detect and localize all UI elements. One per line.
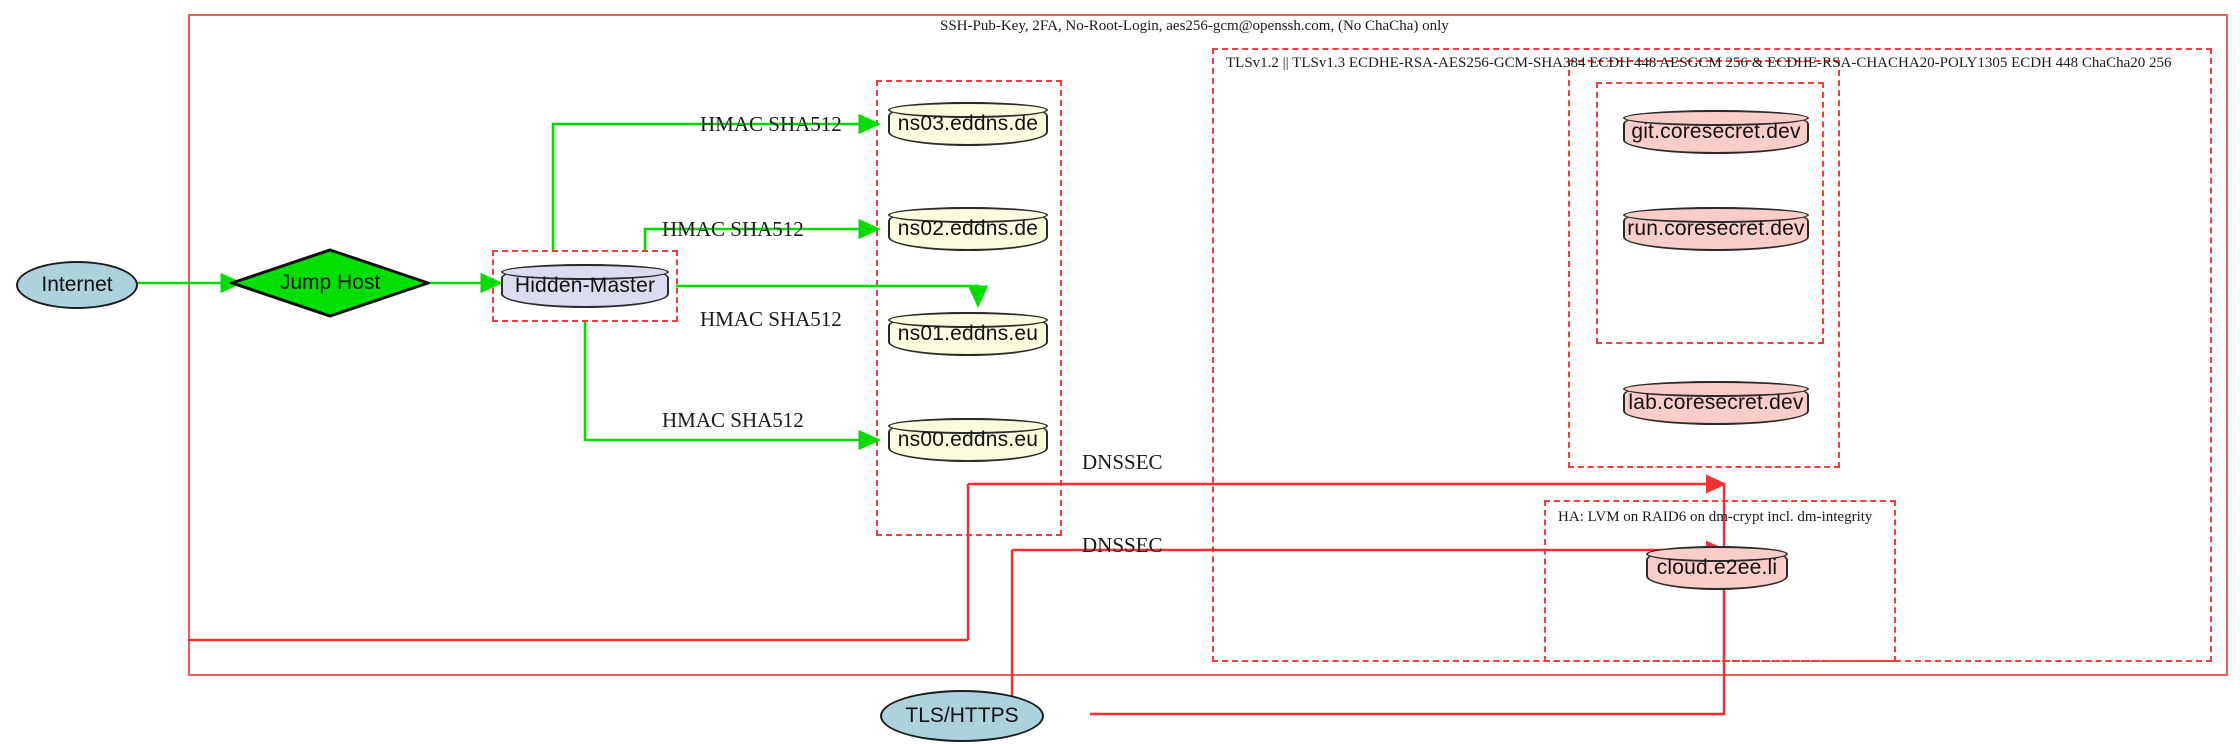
edge-label-hmac-ns02: HMAC SHA512 <box>662 217 804 241</box>
node-cloud-e2ee-label: cloud.e2ee.li <box>1656 556 1778 579</box>
diamond-shape <box>227 248 433 318</box>
coresecret-outer-cluster-box <box>1568 60 1840 468</box>
node-git-coresecret-label: git.coresecret.dev <box>1631 120 1801 143</box>
node-internet[interactable]: Internet <box>16 261 138 309</box>
edge-label-hmac-ns03: HMAC SHA512 <box>700 112 842 136</box>
node-ns01-label: ns01.eddns.eu <box>897 322 1039 345</box>
cylinder-cap <box>1646 546 1788 562</box>
node-run-coresecret[interactable]: run.coresecret.dev <box>1623 207 1809 251</box>
node-jump-host[interactable]: Jump Host <box>227 248 433 318</box>
node-tls-https-label: TLS/HTTPS <box>905 704 1019 727</box>
ha-cluster-box <box>1544 500 1896 662</box>
node-lab-coresecret[interactable]: lab.coresecret.dev <box>1623 381 1809 425</box>
node-git-coresecret[interactable]: git.coresecret.dev <box>1623 110 1809 154</box>
ssh-policy-cluster-box <box>188 14 2228 676</box>
node-hidden-master-label: Hidden-Master <box>514 274 656 297</box>
edge-label-hmac-ns00: HMAC SHA512 <box>662 408 804 432</box>
node-cloud-e2ee[interactable]: cloud.e2ee.li <box>1646 546 1788 590</box>
cylinder-cap <box>888 207 1048 223</box>
node-ns03-label: ns03.eddns.de <box>897 112 1039 135</box>
node-jump-host-label: Jump Host <box>279 271 381 294</box>
node-hidden-master[interactable]: Hidden-Master <box>501 264 669 308</box>
cylinder-cap <box>501 264 669 280</box>
cylinder-cap <box>888 312 1048 328</box>
cylinder-cap <box>1623 207 1809 223</box>
cylinder-cap <box>888 418 1048 434</box>
node-run-coresecret-label: run.coresecret.dev <box>1627 217 1805 240</box>
node-lab-coresecret-label: lab.coresecret.dev <box>1628 391 1804 414</box>
ha-policy-label: HA: LVM on RAID6 on dm-crypt incl. dm-in… <box>1558 509 1873 525</box>
node-tls-https[interactable]: TLS/HTTPS <box>880 690 1044 742</box>
node-ns01[interactable]: ns01.eddns.eu <box>888 312 1048 356</box>
edge-label-dnssec-lower: DNSSEC <box>1082 533 1163 557</box>
edge-label-hmac-ns01: HMAC SHA512 <box>700 307 842 331</box>
edge-label-dnssec-upper: DNSSEC <box>1082 450 1163 474</box>
cylinder-cap <box>888 102 1048 118</box>
cylinder-cap <box>1623 381 1809 397</box>
node-ns00-label: ns00.eddns.eu <box>897 428 1039 451</box>
node-ns02-label: ns02.eddns.de <box>897 217 1039 240</box>
node-ns02[interactable]: ns02.eddns.de <box>888 207 1048 251</box>
cylinder-cap <box>1623 110 1809 126</box>
ssh-policy-label: SSH-Pub-Key, 2FA, No-Root-Login, aes256-… <box>940 18 1449 34</box>
coresecret-cluster-box <box>1596 82 1824 344</box>
node-ns03[interactable]: ns03.eddns.de <box>888 102 1048 146</box>
node-ns00[interactable]: ns00.eddns.eu <box>888 418 1048 462</box>
tls-policy-label: TLSv1.2 || TLSv1.3 ECDHE-RSA-AES256-GCM-… <box>1226 55 2172 71</box>
node-internet-label: Internet <box>41 273 113 296</box>
